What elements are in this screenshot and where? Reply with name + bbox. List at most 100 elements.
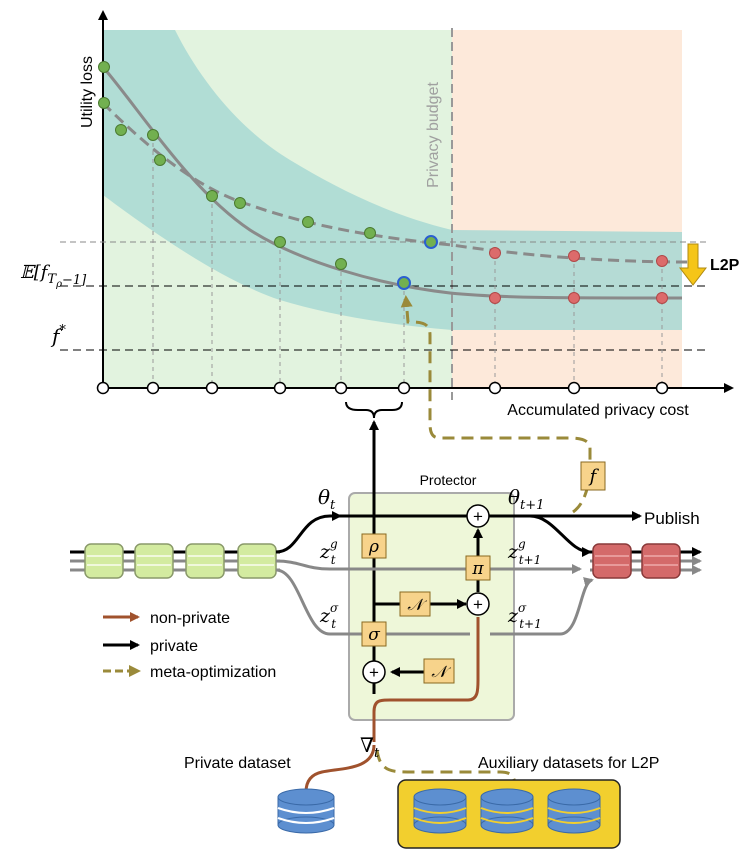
utility-chart: Utility loss Accumulated privacy cost Pr… [20,10,740,419]
y-axis-label: Utility loss [79,56,96,128]
state-block [185,543,225,579]
zg-path [275,559,582,574]
state-block [84,543,124,579]
aux-db-icon [480,788,534,834]
output-stripes [595,555,678,566]
svg-text:+: + [473,595,483,614]
zs-path [275,568,470,636]
point [234,197,246,209]
plus-top [466,504,490,528]
highlight-points [397,235,438,290]
point [568,292,580,304]
point [489,292,501,304]
brace [345,401,403,419]
over-budget-region [452,30,682,388]
legend-label-private: private [150,638,198,655]
point [274,236,286,248]
plus-nodes: + + + [362,504,490,684]
plus-mid [466,592,490,616]
noise-symbol-1: 𝒩 [407,595,427,614]
output-states [592,543,681,579]
point [98,97,110,109]
theta-next-label: θt+1 [508,485,544,513]
x-ticks [96,381,669,395]
expectation-label: 𝔼[fTρ−1] [20,262,87,290]
sigma-box [361,621,387,647]
svg-text:+: + [473,507,483,526]
noise-box-1 [399,591,431,617]
x-axis-label: Accumulated privacy cost [507,402,689,419]
curve-points [98,61,376,270]
svg-text:+: + [369,663,379,682]
budget-point-l2p [424,235,438,249]
aux-db-icon [413,788,467,834]
plus-bottom [362,660,386,684]
tick [273,381,287,395]
protector-box [348,492,515,721]
gradient-label: ∇t [360,733,380,761]
state-block [592,543,632,579]
tick [655,381,669,395]
theta-t-path [275,511,342,554]
point [147,129,159,141]
legend-label-nonprivate: non-private [150,610,230,627]
point [568,250,580,262]
theta-t-label: θt [318,485,336,513]
private-db-icon [277,788,335,834]
tick [567,381,581,395]
f-box [580,461,606,491]
point [154,154,166,166]
noise-symbol-2: 𝒩 [431,662,451,681]
gradient-path [372,617,480,742]
to-output-path [529,514,592,557]
l2p-down-arrow [678,243,708,286]
private-dataset-label: Private dataset [184,755,291,772]
protector-label: Protector [420,472,477,488]
legend: non-private private meta-optimization [103,610,276,681]
l2p-label: L2P [710,257,740,274]
point [115,124,127,136]
input-states [84,543,277,579]
rho-symbol: ρ [368,537,379,557]
tick [397,381,411,395]
pi-box [465,555,491,581]
point [656,255,668,267]
point [206,190,218,202]
state-block [237,543,277,579]
tick [488,381,502,395]
input-stripes [87,555,274,566]
zs-next-path [490,577,594,636]
state-block [641,543,681,579]
point [98,61,110,73]
state-block [134,543,174,579]
point [335,258,347,270]
tick [96,381,110,395]
aux-datasets-label: Auxiliary datasets for L2P [478,755,659,772]
aux-db-icons [413,788,601,834]
over-budget-points [489,247,668,304]
private-data-path [304,744,376,793]
sigma-symbol: σ [368,625,380,645]
point [489,247,501,259]
publish-label: Publish [644,509,700,528]
tick [146,381,160,395]
tick [205,381,219,395]
tick [334,381,348,395]
point [302,216,314,228]
aux-db-icon [547,788,601,834]
l2p-curve [101,101,691,264]
privacy-budget-label: Privacy budget [425,82,442,188]
operator-boxes [361,461,606,684]
baseline-curve [101,66,683,300]
variance-band [103,30,682,330]
legend-label-meta: meta-optimization [150,664,276,681]
point [656,292,668,304]
point [364,227,376,239]
fstar-label: f* [50,323,66,348]
noise-box-2 [423,658,455,684]
